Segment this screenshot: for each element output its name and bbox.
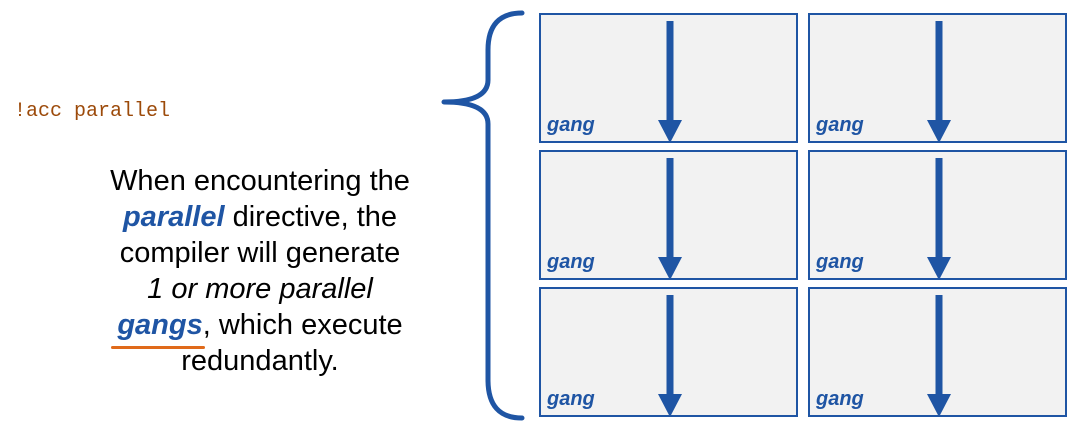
gang-grid: gang gang gang gang gang gang <box>539 13 1072 423</box>
description-line-1: When encountering the <box>110 165 410 197</box>
gangs-underline <box>111 346 205 349</box>
description-line-2: directive, the <box>224 201 398 233</box>
gangs-term: gangs <box>111 307 205 349</box>
gang-box: gang <box>539 13 798 143</box>
down-arrow-icon <box>658 295 682 417</box>
gang-box: gang <box>539 287 798 417</box>
code-directive: !acc parallel <box>14 100 171 123</box>
gang-box: gang <box>539 150 798 280</box>
description-text: When encountering the parallel directive… <box>60 163 460 379</box>
gang-label: gang <box>547 251 595 273</box>
gang-label: gang <box>547 388 595 410</box>
description-line-4: 1 or more parallel <box>147 273 373 305</box>
gang-label: gang <box>547 114 595 136</box>
gang-label: gang <box>816 388 864 410</box>
gang-label: gang <box>816 251 864 273</box>
description-line-6: redundantly. <box>181 345 339 377</box>
down-arrow-icon <box>927 158 951 280</box>
gang-box: gang <box>808 287 1067 417</box>
parallel-keyword: parallel <box>122 201 225 233</box>
description-line-3: compiler will generate <box>119 237 401 269</box>
down-arrow-icon <box>658 21 682 143</box>
down-arrow-icon <box>658 158 682 280</box>
description-line-5: , which execute <box>202 309 403 341</box>
down-arrow-icon <box>927 295 951 417</box>
gang-box: gang <box>808 150 1067 280</box>
gang-box: gang <box>808 13 1067 143</box>
curly-brace <box>441 10 525 421</box>
down-arrow-icon <box>927 21 951 143</box>
gangs-keyword: gangs <box>117 309 203 341</box>
gang-label: gang <box>816 114 864 136</box>
